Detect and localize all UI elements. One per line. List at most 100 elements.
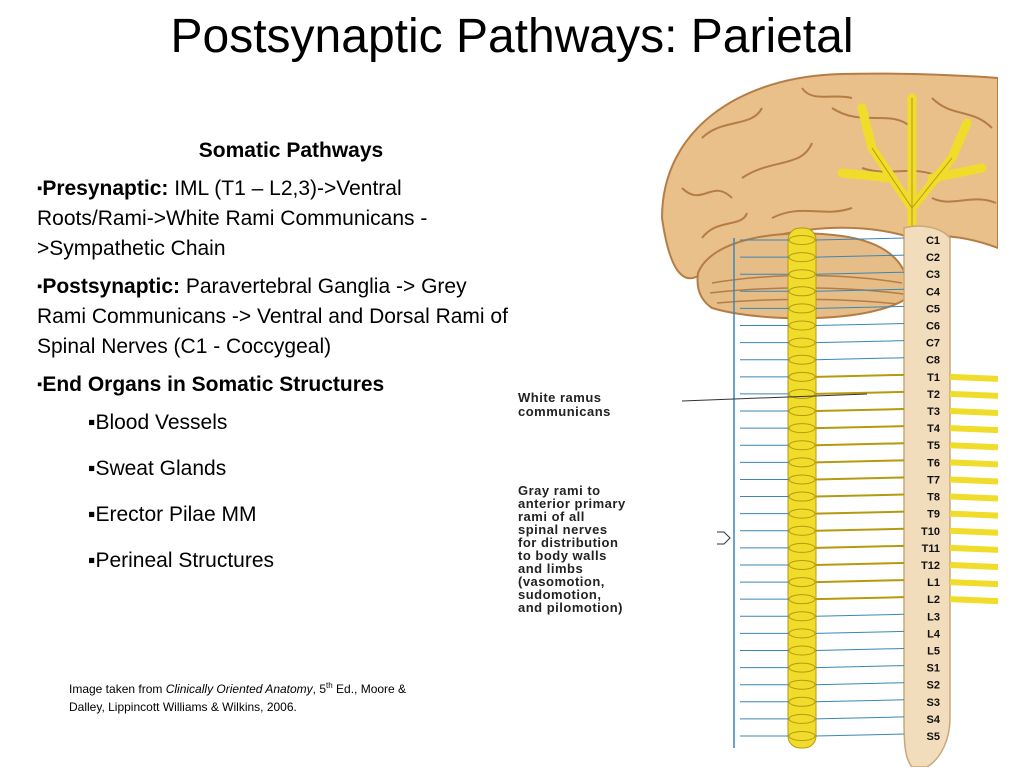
ganglion-bead	[788, 713, 816, 724]
ramus-communicans	[815, 510, 905, 515]
ganglion-bead	[788, 542, 816, 553]
spinal-nerve	[949, 373, 998, 382]
bullet-marker: ▪	[88, 503, 96, 526]
ramus-communicans	[815, 630, 905, 634]
ramus-communicans	[815, 305, 905, 309]
gray-rami-label-line: anterior primary	[518, 496, 626, 511]
citation-rest: Ed., Moore & Dalley, Lippincott Williams…	[69, 682, 407, 714]
ganglion-bead	[788, 406, 816, 417]
ramus-communicans	[815, 596, 905, 601]
cerebrum-folds	[681, 87, 997, 239]
bullet-marker: ▪	[37, 180, 43, 197]
gray-rami-brace	[717, 531, 731, 545]
segment-label: T4	[927, 423, 941, 435]
text-column: Somatic Pathways ▪Presynaptic: IML (T1 –…	[37, 136, 515, 576]
ramus-communicans	[815, 237, 905, 241]
brain-nerve-tree-outline	[871, 98, 953, 238]
ramus-communicans	[815, 288, 905, 292]
segment-label: T9	[927, 509, 940, 521]
citation-edition: , 5	[312, 682, 327, 696]
spinal-nerve	[949, 459, 998, 468]
ganglion-bead	[788, 371, 816, 382]
segment-label: T12	[921, 560, 940, 572]
bullet-end-organs: ▪End Organs in Somatic Structures	[37, 370, 515, 400]
ramus-communicans	[815, 527, 905, 532]
segment-label: C3	[926, 269, 940, 281]
gray-rami-label-line: to body walls	[518, 548, 607, 563]
ganglion-bead	[788, 269, 816, 280]
ramus-communicans	[815, 476, 905, 481]
ganglion-bead	[788, 594, 816, 605]
ramus-communicans	[815, 323, 905, 327]
spinal-cord-illustration: C1C2C3C4C5C6C7C8T1T2T3T4T5T6T7T8T9T10T11…	[518, 72, 998, 767]
spinal-nerve	[949, 579, 998, 588]
ramus-communicans	[815, 544, 905, 549]
citation-prefix: Image taken from	[69, 682, 166, 696]
ramus-communicans	[815, 579, 905, 584]
bullet-marker: ▪	[88, 457, 96, 480]
spinal-nerve	[949, 561, 998, 570]
sub-bullet-text: Blood Vessels	[95, 411, 228, 434]
segment-label: T2	[927, 389, 940, 401]
spinal-nerve	[949, 442, 998, 451]
spinal-nerve	[949, 527, 998, 536]
ganglion-bead	[788, 525, 816, 536]
section-heading: Somatic Pathways	[198, 139, 384, 162]
citation-edition-suffix: th	[326, 681, 333, 690]
image-citation: Image taken from Clinically Oriented Ana…	[69, 680, 409, 716]
segment-label: L5	[927, 645, 940, 657]
segment-label: C2	[926, 252, 940, 264]
spinal-cord	[903, 225, 951, 767]
ramus-communicans	[815, 716, 905, 720]
segment-label: L1	[927, 577, 940, 589]
gray-rami-label-line: and limbs	[518, 561, 583, 576]
sub-bullet-text: Perineal Structures	[95, 549, 275, 572]
ramus-communicans	[815, 493, 905, 498]
segment-label: L2	[927, 594, 940, 606]
ramus-communicans	[815, 665, 905, 669]
ganglion-bead	[788, 731, 816, 741]
spinal-nerve	[949, 544, 998, 553]
gray-rami-label-line: spinal nerves	[518, 522, 608, 537]
segment-label: T5	[927, 440, 940, 452]
spinal-segments: C1C2C3C4C5C6C7C8T1T2T3T4T5T6T7T8T9T10T11…	[740, 235, 998, 743]
gray-rami-label-line: for distribution	[518, 535, 618, 550]
segment-label: L4	[927, 628, 941, 640]
gray-rami-label: Gray rami to anterior primary rami of al…	[518, 483, 626, 615]
spinal-nerve	[949, 390, 998, 399]
bullet-marker: ▪	[37, 376, 43, 393]
white-ramus-label-line-1: White ramus	[518, 390, 602, 405]
ramus-communicans	[815, 699, 905, 703]
citation-book-title: Clinically Oriented Anatomy	[165, 682, 313, 696]
spinal-nerve	[949, 510, 998, 519]
segment-label: T6	[927, 457, 940, 469]
sub-bullet-blood-vessels: ▪Blood Vessels	[88, 408, 515, 438]
ganglion-bead	[788, 645, 816, 656]
gray-rami-label-line: sudomotion,	[518, 587, 602, 602]
ramus-communicans	[815, 682, 905, 686]
ganglion-bead	[788, 423, 816, 434]
ganglion-bead	[788, 628, 816, 639]
ramus-communicans	[815, 459, 905, 464]
ganglion-bead	[788, 577, 816, 588]
segment-label: T1	[927, 372, 940, 384]
bullet-marker: ▪	[37, 278, 43, 295]
ganglion-bead	[788, 303, 816, 314]
sub-bullet-perineal: ▪Perineal Structures	[88, 546, 515, 576]
slide-title: Postsynaptic Pathways: Parietal	[170, 10, 854, 63]
sub-bullet-text: Sweat Glands	[95, 457, 227, 480]
ganglion-bead	[788, 491, 816, 502]
spinal-nerve	[949, 476, 998, 485]
ganglion-bead	[788, 337, 816, 348]
segment-label: S1	[927, 663, 940, 675]
ganglion-bead	[788, 286, 816, 297]
white-ramus-label-line-2: communicans	[518, 404, 611, 419]
ramus-communicans	[815, 733, 905, 737]
ganglion-bead	[788, 440, 816, 451]
ganglion-bead	[788, 457, 816, 468]
ramus-communicans	[815, 613, 905, 617]
gray-rami-label-line: rami of all	[518, 509, 585, 524]
segment-label: T7	[927, 474, 940, 486]
ganglion-bead	[788, 354, 816, 365]
